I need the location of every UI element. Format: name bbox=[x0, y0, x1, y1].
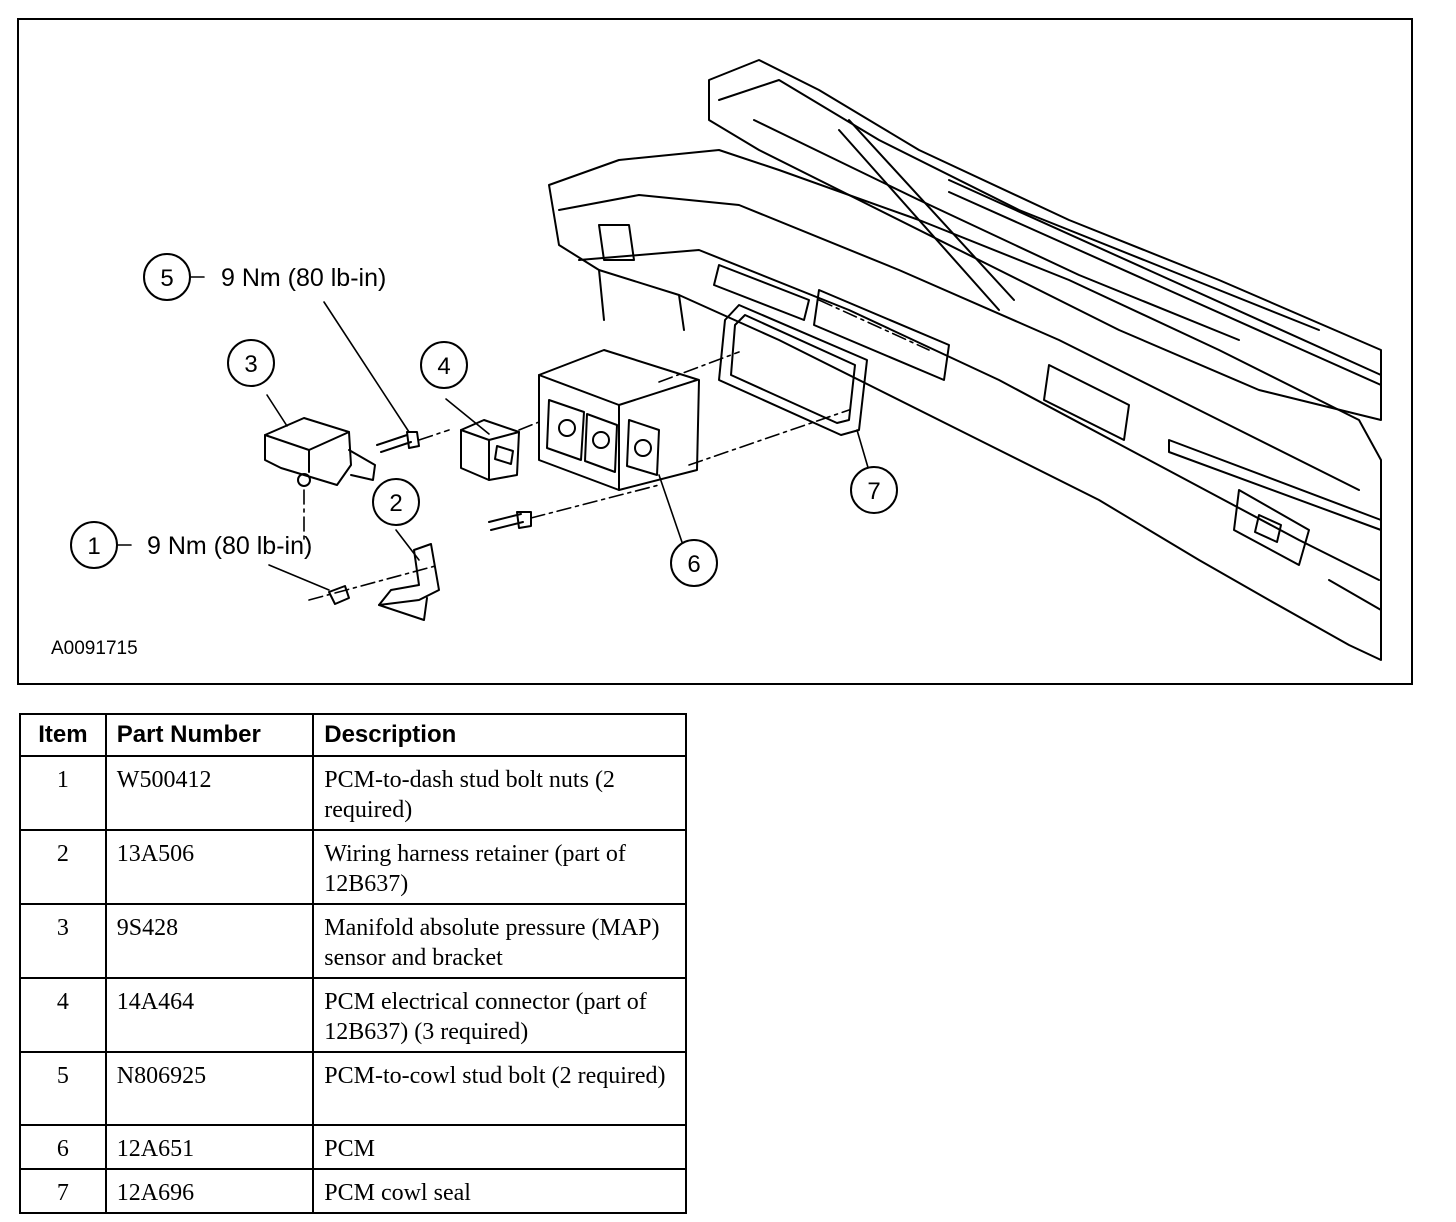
part-number-cell: 12A651 bbox=[104, 1124, 315, 1170]
parts-table: Item Part Number Description 1 W500412 P… bbox=[19, 713, 687, 1214]
table-row: 7 12A696 PCM cowl seal bbox=[19, 1168, 687, 1214]
svg-text:2: 2 bbox=[389, 490, 402, 517]
leader-lines bbox=[114, 276, 875, 591]
item-cell: 1 bbox=[19, 755, 107, 831]
exploded-view-drawing: 5 9 Nm (80 lb-in) 3 4 2 1 9 Nm (80 lb-in… bbox=[51, 59, 1382, 661]
fasteners-drawing bbox=[297, 431, 532, 605]
part-number-cell: 12A696 bbox=[104, 1168, 315, 1214]
item-cell: 2 bbox=[19, 829, 107, 905]
pcm-connector-drawing bbox=[460, 419, 520, 481]
part-number-cell: 9S428 bbox=[104, 903, 315, 979]
table-header-row: Item Part Number Description bbox=[19, 713, 687, 757]
svg-text:6: 6 bbox=[687, 551, 700, 578]
table-row: 3 9S428 Manifold absolute pressure (MAP)… bbox=[19, 903, 687, 979]
marker-3: 3 bbox=[227, 339, 275, 387]
table-row: 5 N806925 PCM-to-cowl stud bolt (2 requi… bbox=[19, 1051, 687, 1126]
part-number-cell: W500412 bbox=[104, 755, 315, 831]
description-cell: PCM-to-cowl stud bolt (2 required) bbox=[312, 1051, 687, 1126]
svg-text:1: 1 bbox=[87, 533, 100, 560]
header-item: Item bbox=[19, 713, 107, 757]
marker-5: 5 bbox=[143, 253, 191, 301]
item-cell: 4 bbox=[19, 977, 107, 1053]
marker-4: 4 bbox=[420, 341, 468, 389]
harness-retainer-drawing bbox=[378, 543, 440, 621]
marker-1: 1 bbox=[70, 521, 118, 569]
cowl-dash-panel bbox=[548, 149, 1382, 661]
table-row: 1 W500412 PCM-to-dash stud bolt nuts (2 … bbox=[19, 755, 687, 831]
svg-text:7: 7 bbox=[867, 478, 880, 505]
part-number-cell: N806925 bbox=[104, 1051, 315, 1126]
svg-text:3: 3 bbox=[244, 351, 257, 378]
item-cell: 3 bbox=[19, 903, 107, 979]
description-cell: PCM-to-dash stud bolt nuts (2 required) bbox=[312, 755, 687, 831]
item-cell: 7 bbox=[19, 1168, 107, 1214]
assembly-lines bbox=[303, 299, 930, 601]
exploded-view-figure: 5 9 Nm (80 lb-in) 3 4 2 1 9 Nm (80 lb-in… bbox=[17, 18, 1413, 685]
table-row: 4 14A464 PCM electrical connector (part … bbox=[19, 977, 687, 1053]
part-number-cell: 14A464 bbox=[104, 977, 315, 1053]
item-cell: 5 bbox=[19, 1051, 107, 1126]
marker-2: 2 bbox=[372, 478, 420, 526]
svg-text:4: 4 bbox=[437, 353, 450, 380]
header-part-number: Part Number bbox=[104, 713, 315, 757]
map-sensor-drawing bbox=[264, 417, 376, 486]
wiper-cowl bbox=[708, 59, 1382, 531]
table-row: 6 12A651 PCM bbox=[19, 1124, 687, 1170]
callout-1-torque: 9 Nm (80 lb-in) bbox=[147, 532, 312, 560]
callout-5-torque: 9 Nm (80 lb-in) bbox=[221, 264, 386, 292]
header-description: Description bbox=[312, 713, 687, 757]
item-cell: 6 bbox=[19, 1124, 107, 1170]
figure-id-label: A0091715 bbox=[51, 638, 138, 659]
marker-6: 6 bbox=[670, 539, 718, 587]
pcm-module-drawing bbox=[538, 349, 700, 491]
description-cell: PCM electrical connector (part of 12B637… bbox=[312, 977, 687, 1053]
description-cell: Wiring harness retainer (part of 12B637) bbox=[312, 829, 687, 905]
description-cell: PCM cowl seal bbox=[312, 1168, 687, 1214]
svg-text:5: 5 bbox=[160, 265, 173, 292]
description-cell: PCM bbox=[312, 1124, 687, 1170]
pcm-cowl-seal-drawing bbox=[718, 304, 868, 436]
part-number-cell: 13A506 bbox=[104, 829, 315, 905]
table-row: 2 13A506 Wiring harness retainer (part o… bbox=[19, 829, 687, 905]
marker-7: 7 bbox=[850, 466, 898, 514]
description-cell: Manifold absolute pressure (MAP) sensor … bbox=[312, 903, 687, 979]
